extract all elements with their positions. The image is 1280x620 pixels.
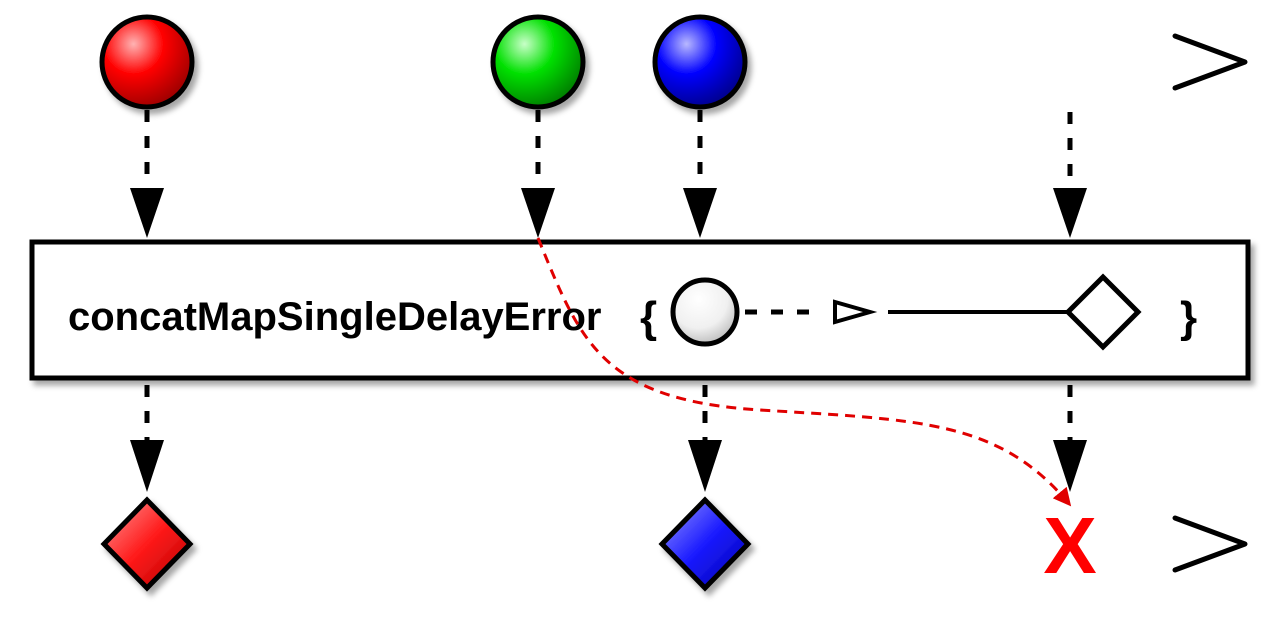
source-timeline bbox=[35, 33, 1248, 91]
input-arrows bbox=[130, 110, 1087, 238]
output-error-mark: X bbox=[1043, 501, 1096, 590]
operator-name: concatMapSingleDelayError bbox=[68, 295, 602, 339]
inner-triangle-icon bbox=[833, 299, 878, 325]
operator-open-brace: { bbox=[640, 293, 657, 342]
error-propagation-path bbox=[536, 237, 1072, 507]
output-timeline bbox=[35, 515, 1248, 573]
operator-inner-legend bbox=[670, 273, 1142, 351]
operator-close-brace: } bbox=[1180, 293, 1197, 342]
source-item-blue bbox=[652, 14, 748, 110]
inner-circle-icon bbox=[670, 277, 740, 347]
output-item-blue-diamond bbox=[658, 496, 752, 592]
source-item-red bbox=[99, 14, 195, 110]
output-item-red-diamond bbox=[100, 496, 194, 592]
inner-diamond-icon bbox=[1064, 273, 1142, 351]
output-arrows bbox=[130, 385, 1087, 492]
source-item-green bbox=[490, 14, 586, 110]
